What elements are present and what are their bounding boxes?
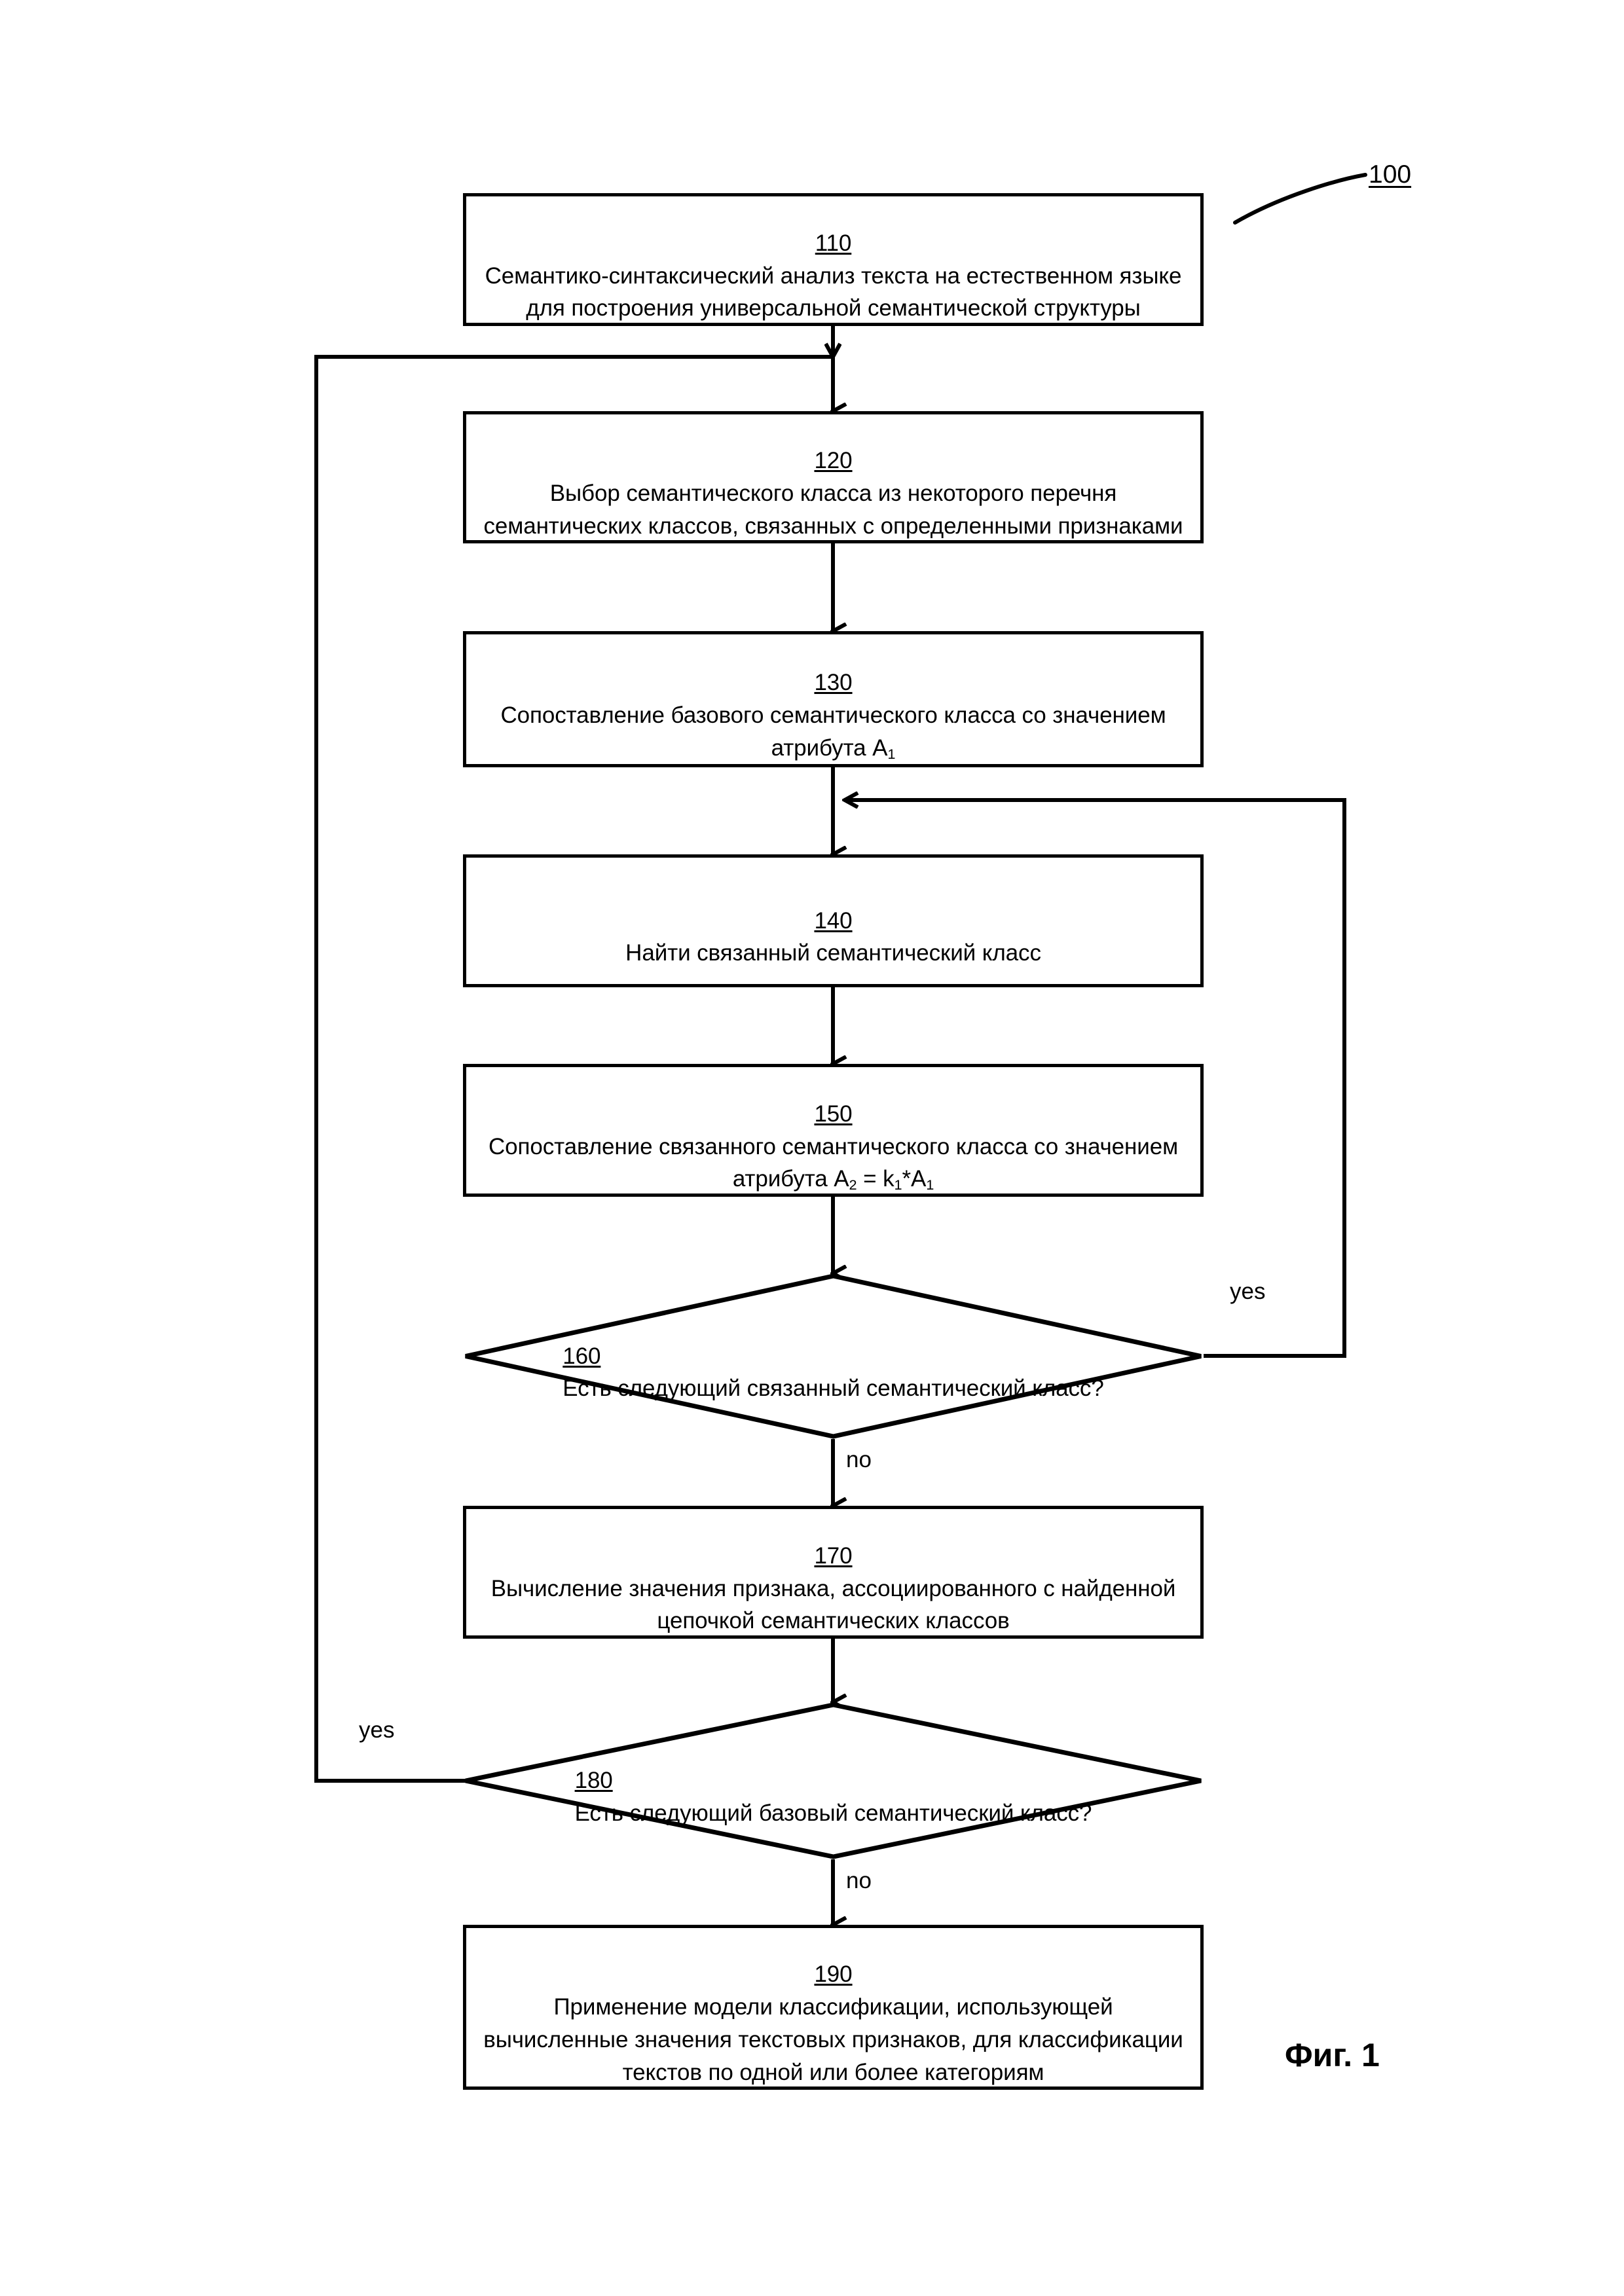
process-node-150-ref: 150 [814, 1101, 853, 1127]
process-node-140-label: Найти связанный семантический класс [625, 940, 1041, 966]
decision-node-160-text: 160 Есть следующий связанный семантическ… [563, 1307, 1104, 1405]
edge-label-160-yes-text: yes [1230, 1279, 1266, 1304]
process-node-190-text: 190 Применение модели классификации, исп… [466, 1926, 1200, 2088]
decision-node-160-ref: 160 [563, 1343, 601, 1369]
decision-node-180-label: Есть следующий базовый семантический кла… [574, 1800, 1092, 1826]
figure-reference-value: 100 [1369, 160, 1412, 189]
edge-label-160-no-text: no [846, 1447, 872, 1472]
process-node-190: 190 Применение модели классификации, исп… [463, 1925, 1204, 2090]
process-node-140: 140 Найти связанный семантический класс [463, 854, 1204, 987]
decision-node-160: 160 Есть следующий связанный семантическ… [463, 1273, 1204, 1439]
process-node-140-ref: 140 [814, 907, 853, 934]
process-node-110: 110 Семантико-синтаксический анализ текс… [463, 193, 1204, 326]
process-node-110-label: Семантико-синтаксический анализ текста н… [485, 263, 1182, 321]
decision-node-180-ref: 180 [574, 1768, 613, 1794]
decision-node-160-label: Есть следующий связанный семантический к… [563, 1376, 1104, 1402]
edge-label-160-no: no [846, 1448, 872, 1471]
process-node-130-text: 130 Сопоставление базового семантическог… [466, 634, 1200, 765]
process-node-120-label: Выбор семантического класса из некоторог… [483, 481, 1183, 539]
decision-node-180-text: 180 Есть следующий базовый семантический… [575, 1732, 1092, 1829]
process-node-130: 130 Сопоставление базового семантическог… [463, 631, 1204, 767]
process-node-150-label: Сопоставление связанного семантического … [488, 1133, 1179, 1193]
process-node-110-text: 110 Семантико-синтаксический анализ текс… [466, 194, 1200, 325]
edge-label-180-yes: yes [359, 1719, 394, 1741]
process-node-170-label: Вычисление значения признака, ассоцииров… [490, 1575, 1176, 1634]
process-node-120-text: 120 Выбор семантического класса из некот… [466, 412, 1200, 543]
edge-label-180-no: no [846, 1869, 872, 1892]
edge-label-180-yes-text: yes [359, 1717, 395, 1743]
process-node-130-ref: 130 [814, 670, 853, 696]
process-node-130-label: Сопоставление базового семантического кл… [500, 702, 1166, 762]
process-node-120-ref: 120 [814, 448, 853, 474]
edge-label-180-no-text: no [846, 1868, 872, 1893]
process-node-120: 120 Выбор семантического класса из некот… [463, 411, 1204, 543]
edge-label-160-yes: yes [1230, 1280, 1265, 1303]
process-node-150: 150 Сопоставление связанного семантическ… [463, 1064, 1204, 1197]
process-node-170: 170 Вычисление значения признака, ассоци… [463, 1506, 1204, 1639]
leader-line-100 [1233, 173, 1367, 225]
process-node-190-ref: 190 [814, 1961, 853, 1988]
figure-caption-text: Фиг. 1 [1285, 2037, 1380, 2073]
process-node-170-text: 170 Вычисление значения признака, ассоци… [466, 1507, 1200, 1637]
figure-caption: Фиг. 1 [1285, 2036, 1380, 2074]
process-node-140-text: 140 Найти связанный семантический класс [608, 872, 1058, 970]
decision-node-180: 180 Есть следующий базовый семантический… [463, 1702, 1204, 1859]
process-node-170-ref: 170 [814, 1542, 853, 1569]
process-node-150-text: 150 Сопоставление связанного семантическ… [466, 1065, 1200, 1195]
figure-reference-numeral: 100 [1369, 160, 1411, 189]
process-node-190-label: Применение модели классификации, использ… [483, 1994, 1183, 2085]
process-node-110-ref: 110 [815, 230, 852, 256]
